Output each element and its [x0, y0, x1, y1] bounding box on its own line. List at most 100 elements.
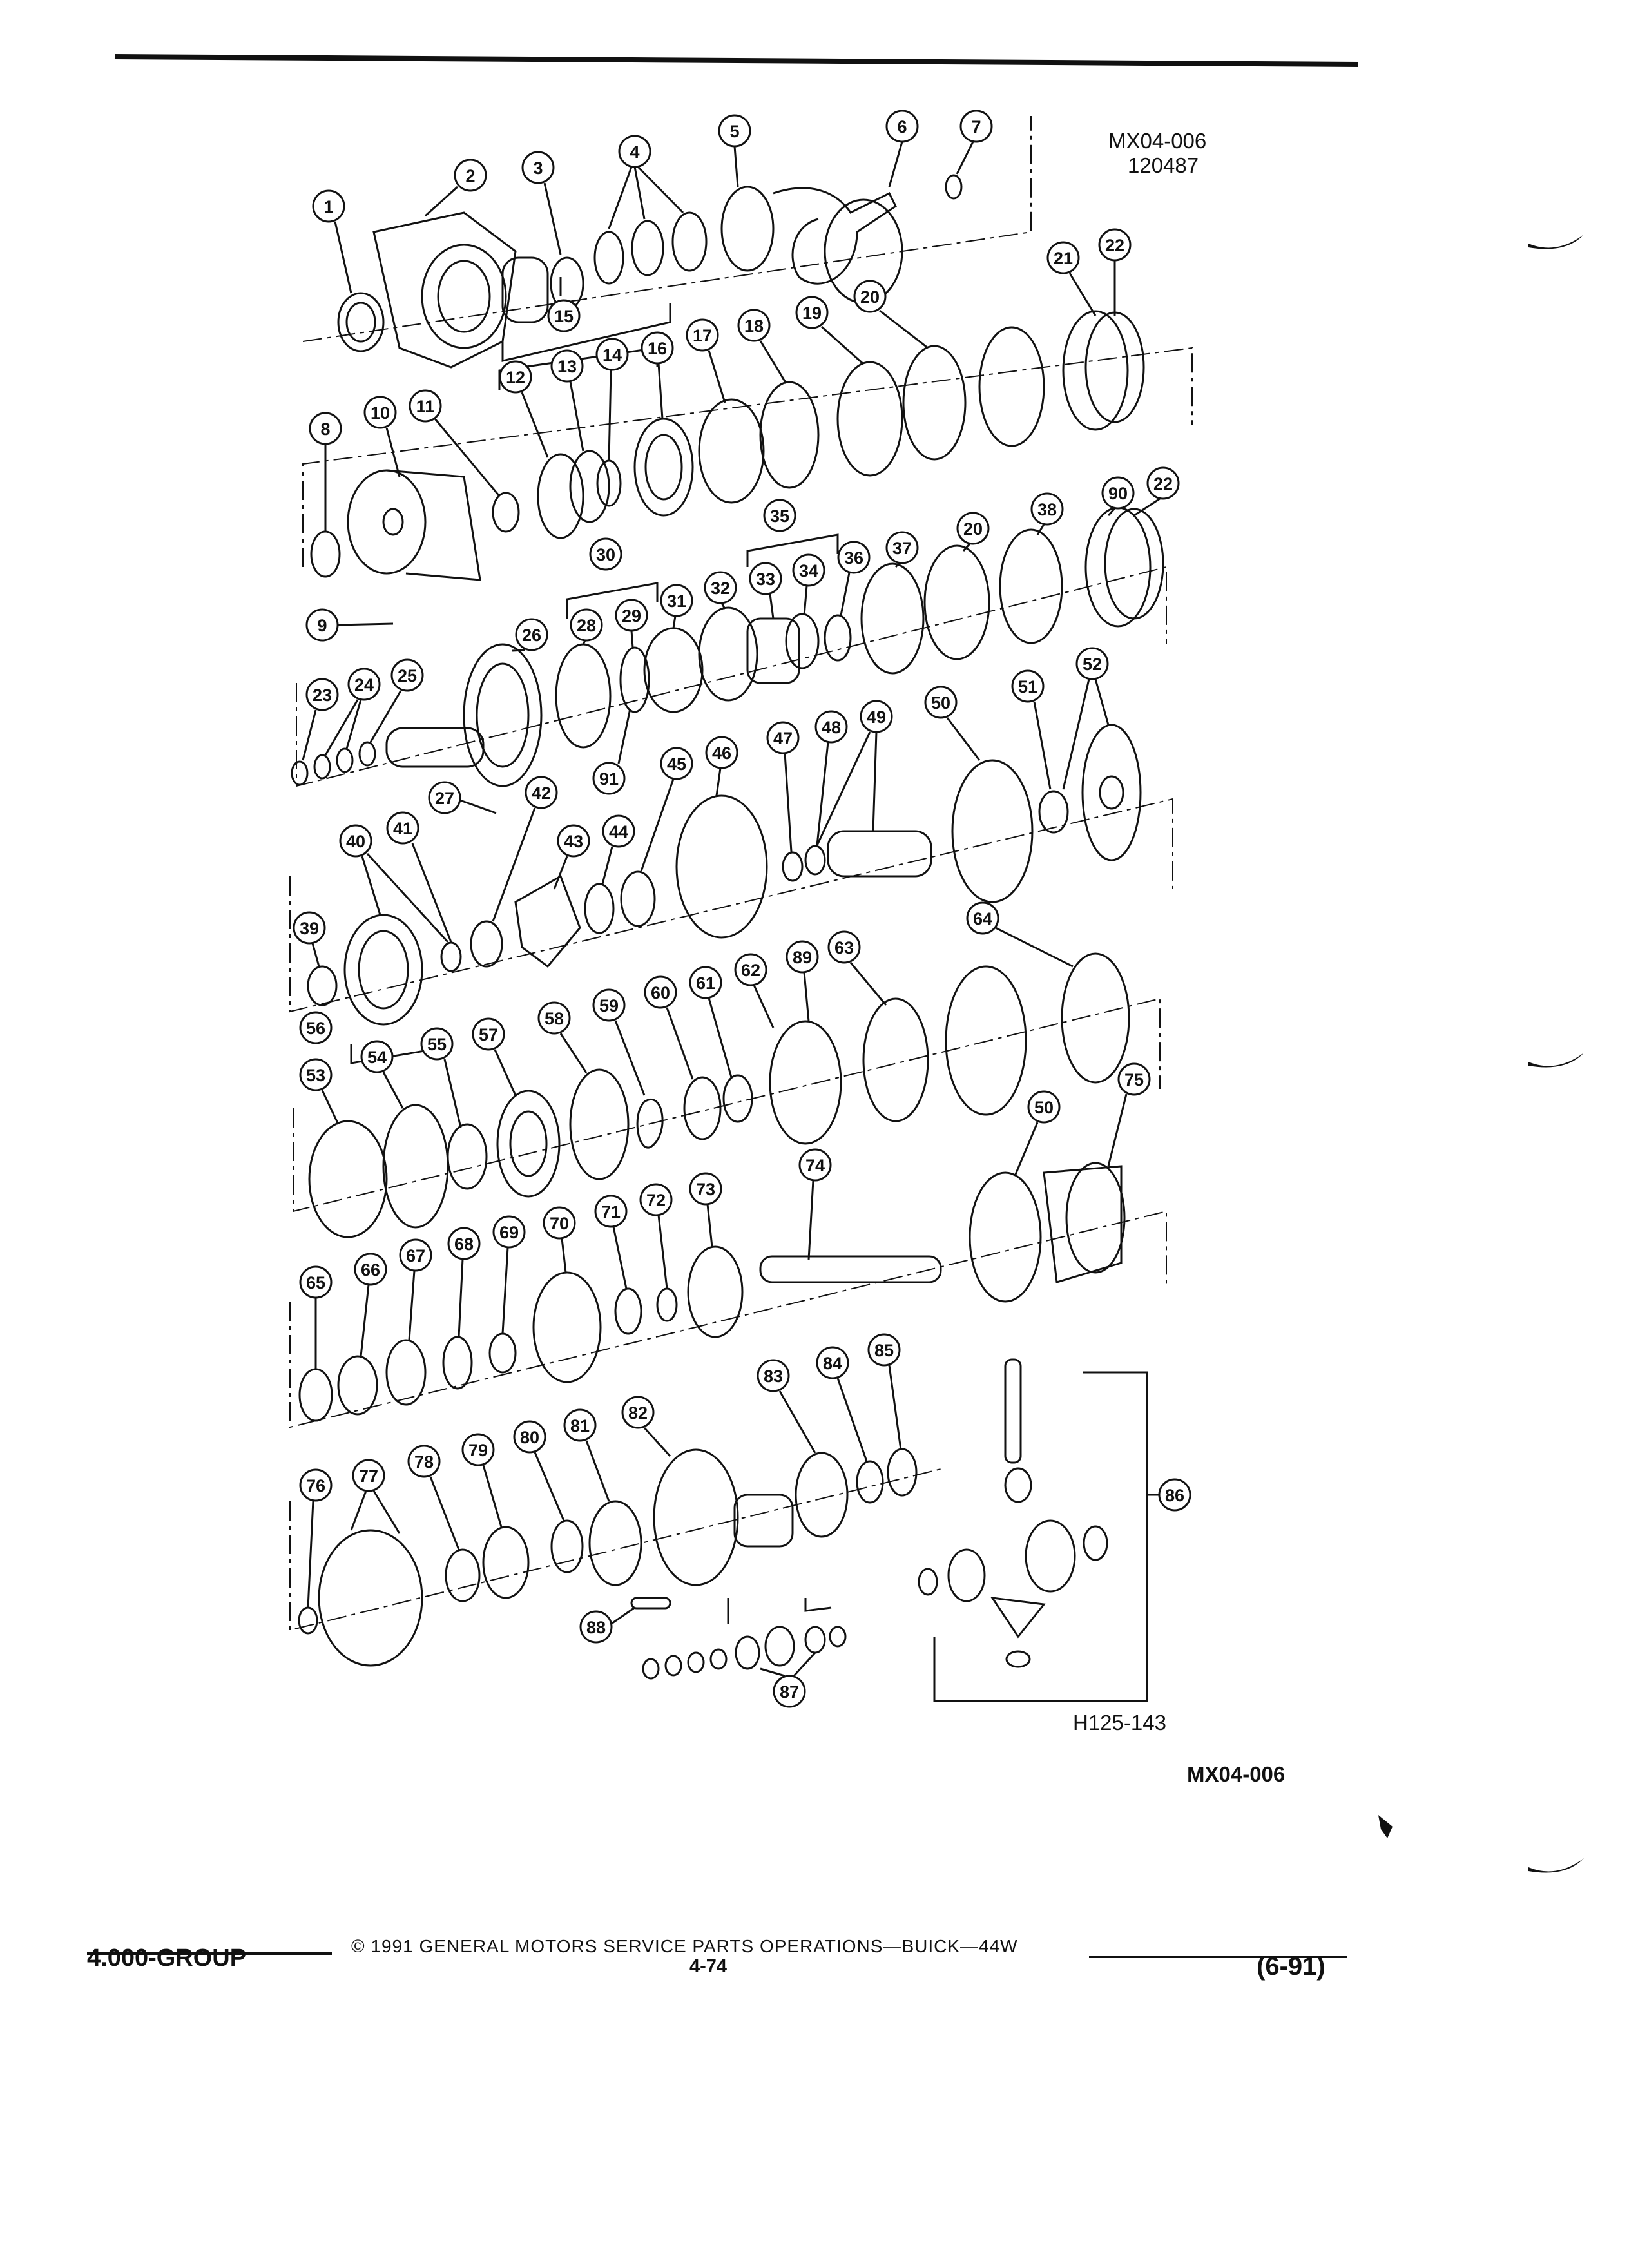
callout-36: 36	[837, 541, 871, 616]
row2-parts	[310, 310, 1145, 581]
svg-text:62: 62	[741, 961, 760, 980]
svg-text:43: 43	[564, 832, 583, 851]
callout-21: 21	[1046, 241, 1097, 316]
svg-text:54: 54	[367, 1048, 387, 1067]
callout-24: 24	[324, 668, 381, 756]
callout-8: 8	[309, 412, 342, 532]
callout-55: 55	[420, 1027, 462, 1128]
callout-69: 69	[492, 1215, 526, 1334]
svg-text:14: 14	[602, 345, 622, 365]
svg-text:27: 27	[435, 789, 454, 808]
binding-mark-1	[1528, 235, 1584, 249]
footer-group: 4.000-GROUP	[87, 1945, 247, 1972]
callout-91: 91	[592, 708, 631, 795]
callout-82: 82	[621, 1396, 671, 1457]
callout-3: 3	[521, 151, 562, 255]
svg-text:50: 50	[1034, 1098, 1054, 1117]
svg-text:60: 60	[651, 983, 670, 1003]
svg-text:22: 22	[1105, 236, 1124, 255]
svg-text:30: 30	[596, 545, 615, 564]
callout-40: 40	[339, 824, 449, 943]
callout-31: 31	[660, 584, 693, 629]
callout-66: 66	[354, 1253, 387, 1357]
svg-text:83: 83	[764, 1367, 783, 1386]
svg-text:17: 17	[693, 326, 712, 345]
callout-60: 60	[644, 975, 694, 1080]
callout-57: 57	[472, 1017, 517, 1096]
svg-text:87: 87	[780, 1682, 799, 1702]
callout-70: 70	[543, 1206, 576, 1273]
svg-text:44: 44	[609, 822, 628, 841]
svg-text:9: 9	[317, 616, 327, 635]
row7-parts	[298, 1358, 1108, 1680]
callout-64: 64	[966, 901, 1074, 968]
svg-text:19: 19	[802, 303, 822, 323]
callout-68: 68	[447, 1227, 481, 1338]
row5-parts	[308, 952, 1130, 1238]
svg-text:75: 75	[1124, 1070, 1144, 1090]
svg-text:16: 16	[648, 339, 667, 358]
svg-text:78: 78	[414, 1452, 434, 1472]
svg-text:90: 90	[1108, 484, 1128, 503]
svg-text:31: 31	[667, 591, 686, 611]
callout-86: 86	[1148, 1478, 1191, 1512]
callout-42: 42	[492, 776, 558, 922]
svg-text:56: 56	[306, 1019, 325, 1038]
callout-50-a: 50	[924, 686, 981, 761]
callout-23: 23	[302, 678, 339, 761]
callout-51: 51	[1011, 669, 1052, 790]
binding-mark-2	[1528, 1053, 1584, 1068]
svg-text:12: 12	[506, 368, 525, 387]
svg-text:77: 77	[359, 1466, 378, 1486]
footer-date: (6-91)	[1257, 1952, 1325, 1981]
svg-text:35: 35	[770, 506, 789, 526]
footer-rule-right	[1089, 1956, 1347, 1958]
footer-rule-left	[87, 1952, 332, 1955]
callout-46: 46	[705, 736, 738, 796]
svg-text:50: 50	[931, 693, 950, 713]
callout-13: 13	[550, 349, 584, 452]
callout-16: 16	[641, 331, 674, 419]
svg-text:81: 81	[570, 1416, 590, 1436]
callout-22-b: 22	[1133, 466, 1180, 517]
svg-text:69: 69	[499, 1223, 519, 1242]
svg-text:33: 33	[756, 570, 775, 589]
svg-text:40: 40	[346, 832, 365, 851]
callout-74: 74	[798, 1148, 832, 1260]
svg-text:86: 86	[1165, 1486, 1184, 1505]
callout-5: 5	[718, 114, 751, 187]
callout-59: 59	[592, 988, 646, 1096]
callout-76: 76	[299, 1468, 333, 1608]
svg-text:67: 67	[406, 1246, 425, 1265]
callout-84: 84	[816, 1346, 868, 1462]
callout-22-a: 22	[1098, 228, 1132, 316]
callout-44: 44	[601, 814, 635, 885]
svg-text:38: 38	[1037, 500, 1057, 519]
callout-56: 56	[299, 1011, 333, 1044]
svg-text:58: 58	[545, 1009, 564, 1028]
callout-80: 80	[513, 1420, 565, 1521]
callout-29: 29	[615, 599, 648, 648]
svg-text:79: 79	[468, 1441, 488, 1460]
callout-20-a: 20	[853, 280, 929, 349]
callout-48: 48	[815, 710, 848, 846]
svg-text:7: 7	[971, 117, 981, 137]
svg-text:37: 37	[892, 539, 912, 558]
callout-15: 15	[547, 299, 581, 332]
callout-4: 4	[608, 135, 684, 229]
callout-45: 45	[640, 747, 693, 872]
callout-67: 67	[399, 1238, 432, 1341]
svg-text:65: 65	[306, 1273, 325, 1293]
callout-50-b: 50	[1014, 1090, 1061, 1177]
row4-parts	[307, 724, 1142, 1026]
svg-text:74: 74	[805, 1156, 825, 1175]
callout-73: 73	[689, 1172, 722, 1247]
svg-text:4: 4	[630, 142, 639, 162]
callout-7: 7	[956, 110, 993, 175]
svg-text:5: 5	[729, 122, 739, 141]
callout-89: 89	[786, 940, 819, 1022]
callout-77: 77	[350, 1459, 401, 1534]
callout-79: 79	[461, 1433, 503, 1528]
callout-52: 52	[1062, 647, 1110, 790]
